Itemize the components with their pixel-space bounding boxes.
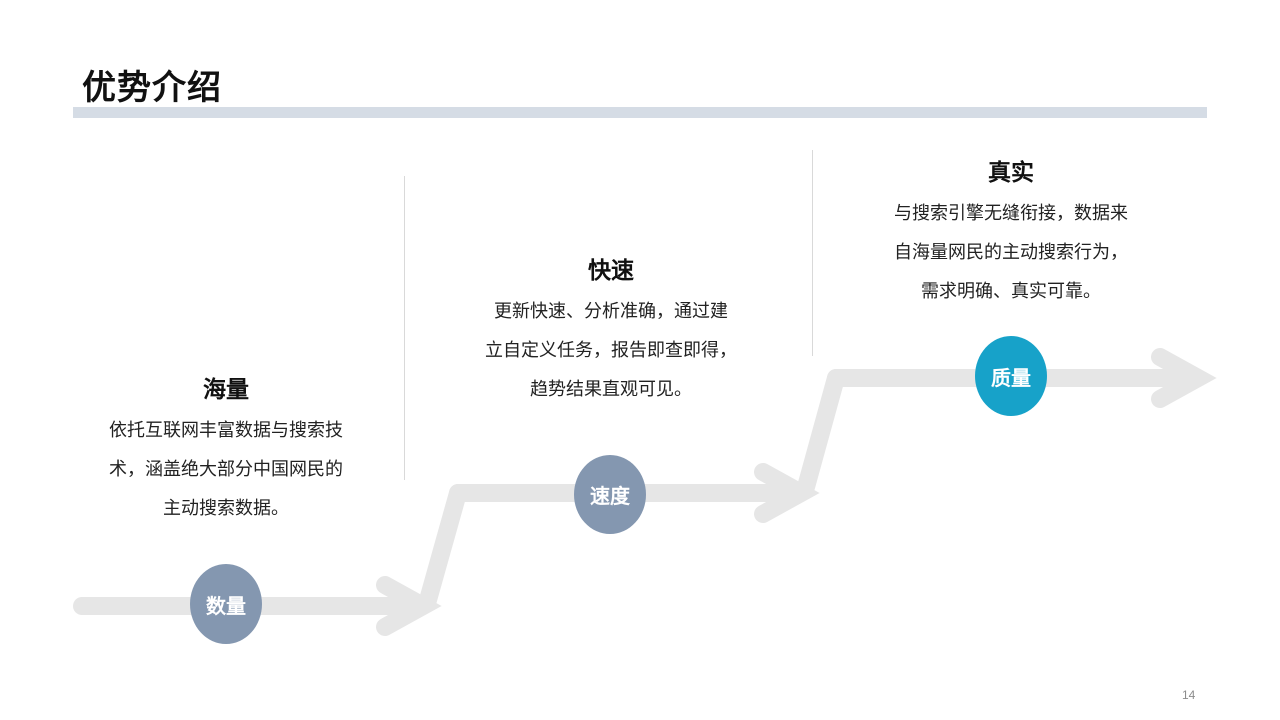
description-line: 术，涵盖绝大部分中国网民的 [109, 459, 343, 480]
description-line: 需求明确、真实可靠。 [921, 281, 1101, 302]
description-line: 趋势结果直观可见。 [530, 379, 692, 400]
step-block-real: 真实 与搜索引擎无缝衔接，数据来 自海量网民的主动搜索行为， 需求明确、真实可靠… [861, 156, 1161, 311]
badge-speed: 速度 [574, 455, 646, 534]
arrow-head-3 [1151, 348, 1217, 408]
description-line: 更新快速、分析准确，通过建 [494, 301, 728, 322]
arrow-riser-2 [797, 369, 845, 496]
step-block-massive: 海量 依托互联网丰富数据与搜索技 术，涵盖绝大部分中国网民的 主动搜索数据。 [76, 373, 376, 528]
badge-quantity: 数量 [190, 564, 262, 644]
step-title: 海量 [203, 377, 249, 403]
step-title: 快速 [588, 258, 634, 284]
column-divider-1 [404, 176, 405, 480]
arrow-riser-1 [419, 484, 467, 609]
description-line: 主动搜索数据。 [163, 498, 289, 519]
page-title: 优势介绍 [82, 68, 222, 108]
step-description: 更新快速、分析准确，通过建 立自定义任务，报告即查即得， 趋势结果直观可见。 [456, 292, 766, 409]
description-line: 立自定义任务，报告即查即得， [485, 340, 737, 361]
step-description: 依托互联网丰富数据与搜索技 术，涵盖绝大部分中国网民的 主动搜索数据。 [76, 411, 376, 528]
page-number: 14 [1182, 688, 1196, 702]
description-line: 与搜索引擎无缝衔接，数据来 [894, 203, 1128, 224]
column-divider-2 [812, 150, 813, 356]
description-line: 依托互联网丰富数据与搜索技 [109, 420, 343, 441]
step-description: 与搜索引擎无缝衔接，数据来 自海量网民的主动搜索行为， 需求明确、真实可靠。 [861, 194, 1161, 311]
step-block-fast: 快速 更新快速、分析准确，通过建 立自定义任务，报告即查即得， 趋势结果直观可见… [456, 254, 766, 409]
title-underline-bar [73, 107, 1207, 118]
step-title: 真实 [988, 160, 1034, 186]
badge-quality: 质量 [975, 336, 1047, 416]
description-line: 自海量网民的主动搜索行为， [894, 242, 1128, 263]
